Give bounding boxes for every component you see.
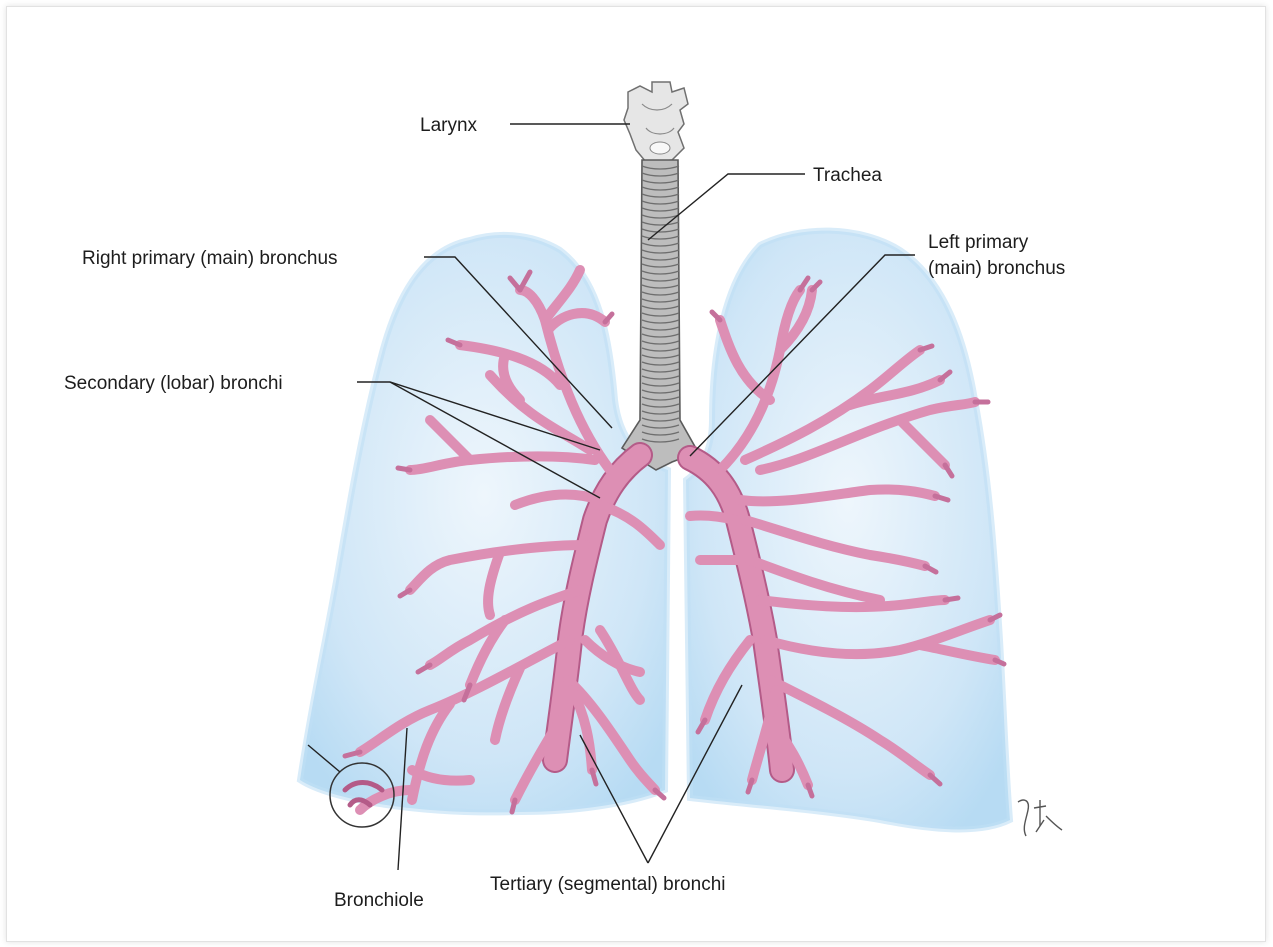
label-secondary-bronchi: Secondary (lobar) bronchi — [64, 373, 283, 394]
artist-signature — [1018, 800, 1062, 836]
label-left-primary-bronchus-line1: Left primary — [928, 232, 1029, 253]
label-tertiary-bronchi: Tertiary (segmental) bronchi — [490, 874, 725, 895]
label-trachea: Trachea — [813, 165, 882, 186]
trachea — [622, 160, 698, 470]
label-left-primary-bronchus-line2: (main) bronchus — [928, 258, 1065, 279]
right-lung — [300, 235, 668, 813]
label-bronchiole: Bronchiole — [334, 890, 424, 911]
label-larynx: Larynx — [420, 115, 478, 136]
larynx — [624, 82, 688, 162]
label-right-primary-bronchus: Right primary (main) bronchus — [82, 248, 338, 269]
